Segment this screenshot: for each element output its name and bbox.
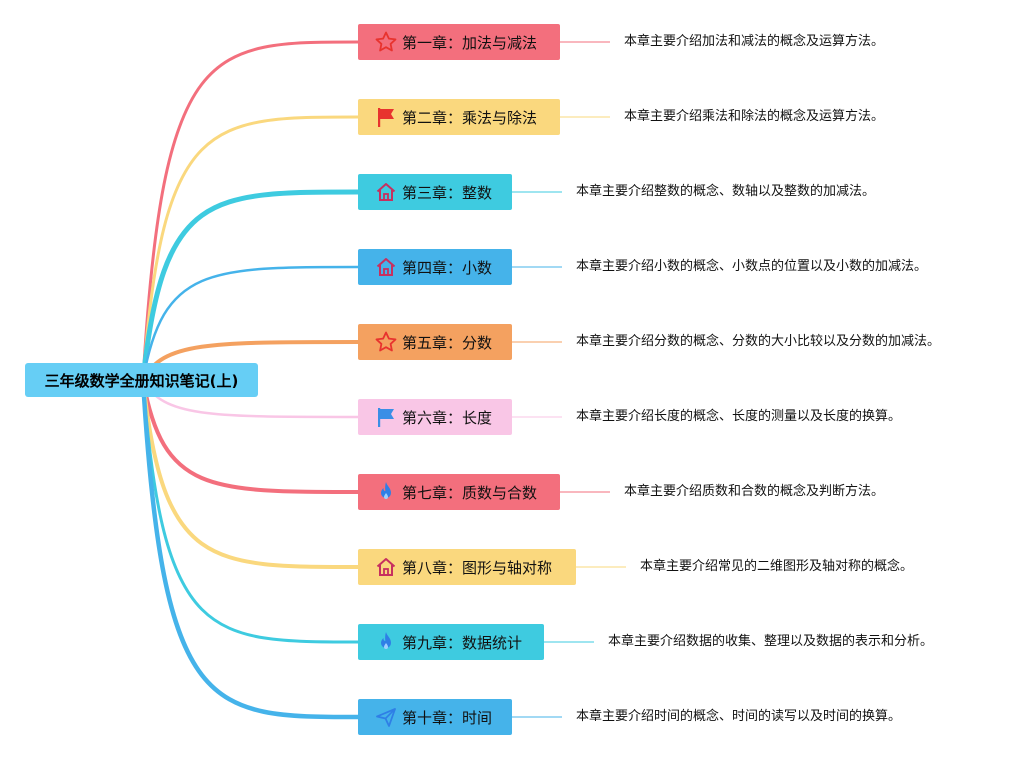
chapter-node-3[interactable]: 第三章：整数 <box>358 174 512 210</box>
chapter-description-2[interactable]: 本章主要介绍乘法和除法的概念及运算方法。 <box>624 109 885 124</box>
chapter-node-7[interactable]: 第七章：质数与合数 <box>358 474 560 510</box>
send-icon <box>374 705 398 729</box>
flag-icon <box>374 405 398 429</box>
chapter-description-1[interactable]: 本章主要介绍加法和减法的概念及运算方法。 <box>624 34 885 49</box>
chapter-node-5[interactable]: 第五章：分数 <box>358 324 512 360</box>
chapter-node-8[interactable]: 第八章：图形与轴对称 <box>358 549 576 585</box>
chapter-description-3[interactable]: 本章主要介绍整数的概念、数轴以及整数的加减法。 <box>576 184 876 199</box>
home-icon <box>374 555 398 579</box>
fire-icon <box>374 630 398 654</box>
chapter-node-4[interactable]: 第四章：小数 <box>358 249 512 285</box>
chapter-label: 第四章：小数 <box>402 258 493 277</box>
chapter-label: 第二章：乘法与除法 <box>402 108 538 127</box>
chapter-label: 第一章：加法与减法 <box>402 33 538 52</box>
branch-connector-4 <box>141 265 360 382</box>
fire-icon <box>374 480 398 504</box>
chapter-label: 第三章：整数 <box>402 183 493 202</box>
chapter-description-8[interactable]: 本章主要介绍常见的二维图形及轴对称的概念。 <box>640 559 914 574</box>
chapter-label: 第五章：分数 <box>402 333 493 352</box>
branch-connector-2 <box>141 115 360 382</box>
chapter-description-9[interactable]: 本章主要介绍数据的收集、整理以及数据的表示和分析。 <box>608 634 934 649</box>
branch-connector-3 <box>140 189 361 383</box>
chapter-description-4[interactable]: 本章主要介绍小数的概念、小数点的位置以及小数的加减法。 <box>576 259 928 274</box>
star-icon <box>374 330 398 354</box>
chapter-node-6[interactable]: 第六章：长度 <box>358 399 512 435</box>
branch-connector-1 <box>141 40 360 382</box>
branch-connector-8 <box>141 378 360 569</box>
chapter-label: 第六章：长度 <box>402 408 493 427</box>
chapter-node-10[interactable]: 第十章：时间 <box>358 699 512 735</box>
home-icon <box>374 255 398 279</box>
home-icon <box>374 180 398 204</box>
chapter-description-5[interactable]: 本章主要介绍分数的概念、分数的大小比较以及分数的加减法。 <box>576 334 941 349</box>
chapter-node-2[interactable]: 第二章：乘法与除法 <box>358 99 560 135</box>
chapter-label: 第七章：质数与合数 <box>402 483 538 502</box>
chapter-label: 第九章：数据统计 <box>402 633 523 652</box>
star-icon <box>374 30 398 54</box>
branch-connector-9 <box>141 378 360 644</box>
chapter-label: 第八章：图形与轴对称 <box>402 558 553 577</box>
chapter-description-6[interactable]: 本章主要介绍长度的概念、长度的测量以及长度的换算。 <box>576 409 902 424</box>
chapter-node-1[interactable]: 第一章：加法与减法 <box>358 24 560 60</box>
chapter-node-9[interactable]: 第九章：数据统计 <box>358 624 544 660</box>
branch-connector-10 <box>140 377 361 720</box>
chapter-label: 第十章：时间 <box>402 708 493 727</box>
flag-icon <box>374 105 398 129</box>
chapter-description-7[interactable]: 本章主要介绍质数和合数的概念及判断方法。 <box>624 484 885 499</box>
branch-connector-7 <box>141 378 360 494</box>
root-topic[interactable]: 三年级数学全册知识笔记(上) <box>25 363 258 397</box>
chapter-description-10[interactable]: 本章主要介绍时间的概念、时间的读写以及时间的换算。 <box>576 709 902 724</box>
